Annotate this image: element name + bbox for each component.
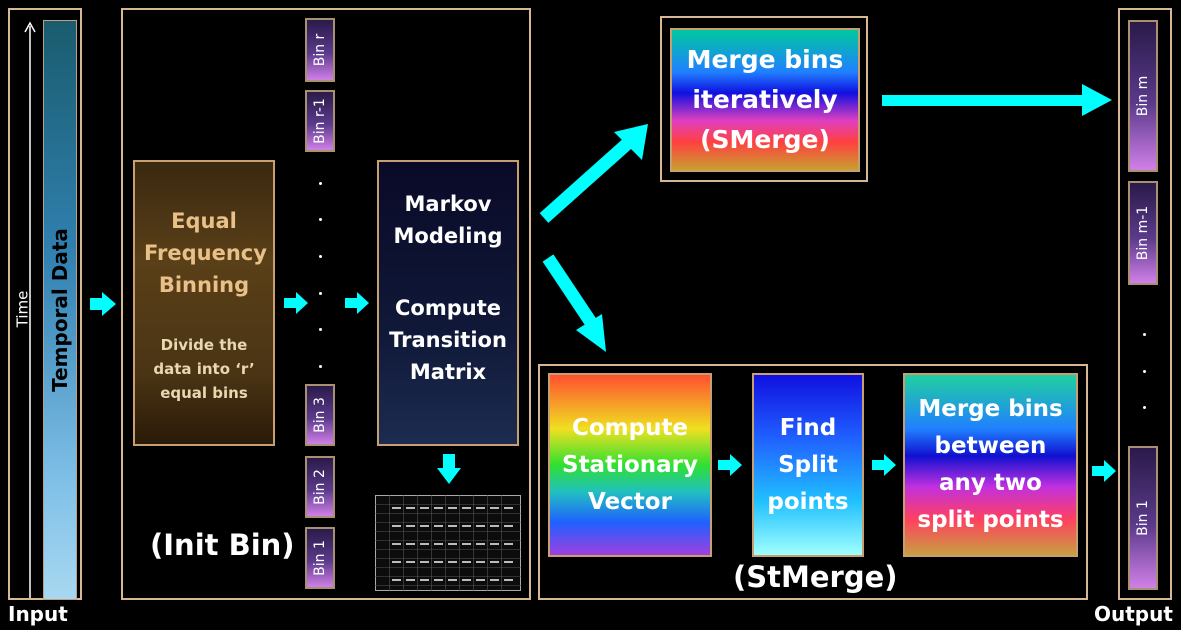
stmerge-label: (StMerge) [733, 560, 898, 594]
ellipsis-dot [319, 255, 322, 258]
ellipsis-dot [1143, 333, 1146, 336]
binning-desc: Divide the data into ‘r’ equal bins [153, 336, 255, 402]
arrow-right-icon [882, 84, 1112, 116]
ellipsis-dot [1143, 370, 1146, 373]
arrow-right-icon [345, 292, 369, 314]
time-axis-label: Time [13, 290, 32, 328]
markov-desc: Compute Transition Matrix [389, 296, 507, 384]
arrow-right-icon [872, 454, 896, 476]
arrow-right-icon [1092, 460, 1116, 482]
input-label: Input [8, 602, 68, 626]
stmerge-step3: Merge bins between any two split points [917, 396, 1064, 533]
stmerge-frame [538, 364, 1088, 600]
smerge-label: Merge bins iteratively (SMerge) [686, 45, 844, 154]
arrow-right-icon [90, 292, 116, 316]
time-axis-arrow [24, 21, 36, 598]
bin-3: Bin 3 [305, 384, 335, 446]
ellipsis-dot [319, 328, 322, 331]
arrow-up-right-icon [539, 124, 648, 223]
smerge-frame [660, 16, 868, 182]
markov-title: Markov Modeling [393, 192, 503, 248]
bin-2: Bin 2 [305, 456, 335, 518]
output-bin-m: Bin m [1128, 20, 1158, 172]
output-bin-1: Bin 1 [1128, 446, 1158, 590]
output-label: Output [1094, 602, 1173, 626]
compute-stationary-vector-box: Compute Stationary Vector [548, 373, 712, 557]
ellipsis-dot [1143, 406, 1146, 409]
smerge-box: Merge bins iteratively (SMerge) [670, 28, 860, 172]
equal-frequency-binning-box: Equal Frequency Binning Divide the data … [133, 160, 275, 446]
markov-modeling-box: Markov Modeling Compute Transition Matri… [377, 160, 519, 446]
temporal-data-bar: Temporal Data [43, 20, 77, 600]
merge-between-split-points-box: Merge bins between any two split points [903, 373, 1078, 557]
ellipsis-dot [319, 182, 322, 185]
arrow-right-icon [284, 292, 308, 314]
ellipsis-dot [319, 292, 322, 295]
output-frame [1118, 8, 1172, 600]
output-bin-m-minus-1: Bin m-1 [1128, 181, 1158, 285]
stmerge-step2: Find Split points [767, 414, 849, 515]
input-column: Temporal Data Time [8, 8, 82, 600]
init-bin-label: (Init Bin) [150, 528, 295, 562]
init-bin-frame [121, 8, 531, 600]
ellipsis-dot [319, 218, 322, 221]
bin-r: Bin r [305, 18, 335, 82]
stmerge-step1: Compute Stationary Vector [562, 414, 698, 515]
arrow-down-icon [437, 454, 461, 484]
temporal-data-label: Temporal Data [48, 228, 72, 392]
transition-matrix-thumbnail [375, 495, 521, 591]
binning-title: Equal Frequency Binning [144, 209, 267, 297]
ellipsis-dot [319, 365, 322, 368]
bin-1: Bin 1 [305, 527, 335, 589]
arrow-down-right-icon [542, 254, 606, 352]
find-split-points-box: Find Split points [752, 373, 864, 557]
bin-r-minus-1: Bin r-1 [305, 90, 335, 152]
arrow-right-icon [718, 454, 742, 476]
